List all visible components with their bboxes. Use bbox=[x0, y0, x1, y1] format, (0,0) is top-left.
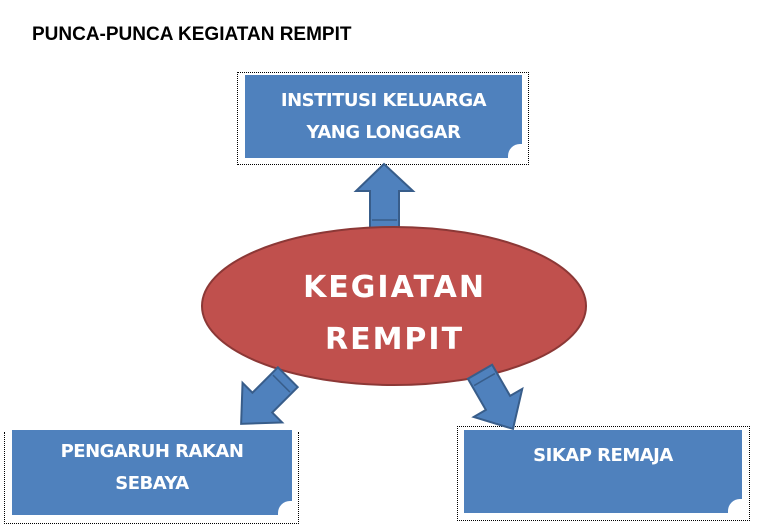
center-label-line2: REMPIT bbox=[324, 322, 465, 357]
page-curl-icon bbox=[508, 144, 522, 158]
arrow-down-left-icon bbox=[240, 365, 300, 425]
page-curl-icon bbox=[728, 499, 742, 513]
bottom-right-box-frame bbox=[457, 426, 750, 521]
node-label-line2: YANG LONGGAR bbox=[306, 122, 461, 143]
diagram-title: PUNCA-PUNCA KEGIATAN REMPIT bbox=[32, 24, 352, 45]
node-label-line1: INSTITUSI KELUARGA bbox=[280, 90, 487, 111]
node-label-line1: SIKAP REMAJA bbox=[533, 445, 673, 466]
page-curl-icon bbox=[278, 501, 292, 515]
arrow-down-right-icon bbox=[466, 363, 524, 431]
center-label-line1: KEGIATAN bbox=[303, 270, 486, 305]
arrow-up-icon bbox=[353, 162, 416, 230]
bottom-left-box-frame bbox=[4, 432, 299, 524]
node-sikap-remaja: SIKAP REMAJA bbox=[464, 430, 742, 513]
node-label-line1: PENGARUH RAKAN bbox=[60, 441, 244, 462]
node-pengaruh-rakan-sebaya: PENGARUH RAKAN SEBAYA bbox=[12, 430, 292, 515]
center-label: KEGIATAN REMPIT bbox=[202, 262, 587, 366]
node-institusi-keluarga: INSTITUSI KELUARGA YANG LONGGAR bbox=[245, 75, 522, 158]
center-ellipse bbox=[201, 226, 587, 386]
node-label-line2: SEBAYA bbox=[115, 473, 189, 494]
